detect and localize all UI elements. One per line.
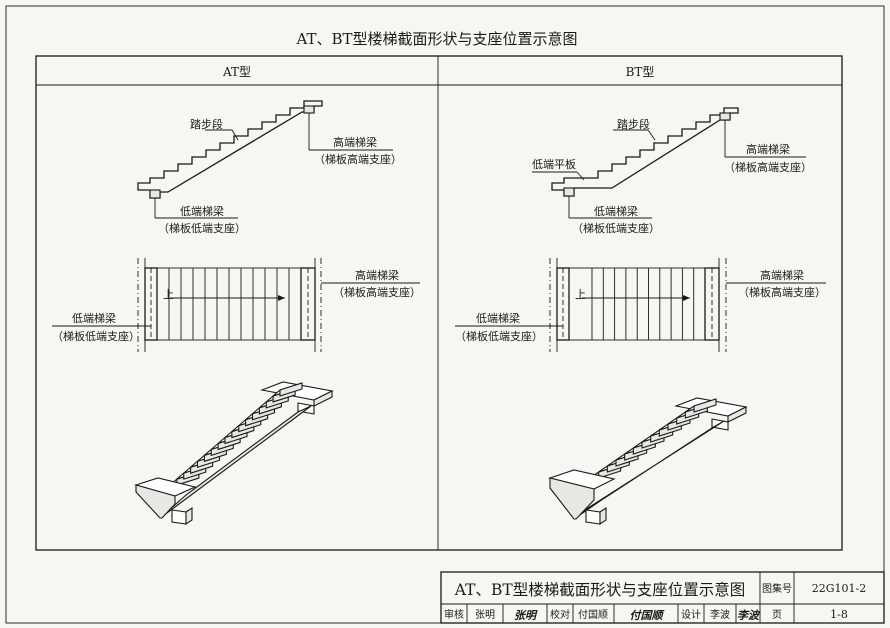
- atlas-no: 22G101-2: [812, 582, 867, 595]
- at-plan-up-mark: 上: [163, 288, 174, 301]
- bt-high-beam-label: 高端梯梁: [746, 142, 790, 156]
- at-plan-treads: [168, 268, 290, 340]
- at-plan-view: 上 高端梯梁 （梯板高端支座） 低端梯梁 （梯板低端支座）: [52, 258, 421, 352]
- designer-signature: 李波: [737, 609, 761, 622]
- bt-stair-profile: [551, 107, 739, 197]
- bt-plan-low-support-label: （梯板低端支座）: [455, 329, 543, 343]
- bt-plan-view: 上 高端梯梁 （梯板高端支座） 低端梯梁 （梯板低端支座）: [455, 258, 826, 352]
- stair-riser: [693, 398, 717, 413]
- design-label: 设计: [681, 608, 701, 621]
- at-3d-steps: [169, 382, 303, 486]
- main-title: AT、BT型楼梯截面形状与支座位置示意图: [295, 30, 577, 48]
- bt-low-beam-label: 低端梯梁: [594, 204, 638, 218]
- at-3d-view: [134, 381, 334, 526]
- at-plan-high-support-label: （梯板高端支座）: [333, 285, 421, 299]
- bt-3d-steps: [589, 398, 717, 479]
- title-block-title: AT、BT型楼梯截面形状与支座位置示意图: [454, 580, 745, 599]
- designer-name: 李波: [710, 608, 730, 621]
- at-plan-low-beam-label: 低端梯梁: [72, 311, 116, 325]
- page-no: 1-8: [830, 608, 848, 621]
- at-high-beam-label: 高端梯梁: [333, 135, 377, 149]
- bt-plan-high-support-label: （梯板高端支座）: [738, 285, 826, 299]
- at-high-support-label: （梯板高端支座）: [314, 152, 402, 166]
- bt-low-beam: [563, 187, 575, 197]
- at-low-beam: [149, 189, 161, 199]
- bt-step-label: 踏步段: [617, 117, 650, 131]
- bt-3d-view: [548, 397, 748, 526]
- stair-riser: [279, 382, 303, 397]
- bt-plan-low-beam-label: 低端梯梁: [476, 311, 520, 325]
- bt-plan-up-mark: 上: [575, 288, 586, 301]
- drawing-frame: [35, 55, 843, 551]
- review-label: 审核: [444, 608, 464, 621]
- checker-signature: 付国顺: [630, 609, 665, 622]
- at-low-beam-label: 低端梯梁: [180, 204, 224, 218]
- title-block: AT、BT型楼梯截面形状与支座位置示意图 图集号 22G101-2 页 1-8 …: [440, 571, 885, 624]
- atlas-no-label: 图集号: [762, 582, 792, 595]
- at-step-label: 踏步段: [190, 117, 223, 131]
- reviewer-signature: 张明: [514, 609, 538, 622]
- at-stair-profile: [137, 100, 323, 199]
- bt-high-support-label: （梯板高端支座）: [724, 160, 812, 174]
- bt-low-support-label: （梯板低端支座）: [572, 221, 660, 235]
- panel-header-bt: BT型: [626, 65, 655, 79]
- at-low-support-label: （梯板低端支座）: [158, 221, 246, 235]
- bt-high-beam: [719, 112, 731, 121]
- at-high-beam: [303, 105, 315, 114]
- bt-platform-label: 低端平板: [532, 157, 576, 171]
- check-label: 校对: [550, 608, 570, 621]
- page-label: 页: [772, 609, 782, 621]
- panel-header-at: AT型: [222, 65, 251, 79]
- at-plan-low-support-label: （梯板低端支座）: [52, 329, 140, 343]
- at-section-view: 踏步段 高端梯梁 （梯板高端支座） 低端梯梁 （梯板低端支座）: [137, 100, 402, 235]
- bt-section-view: 踏步段 低端平板 高端梯梁 （梯板高端支座） 低端梯梁 （梯板低端支座）: [532, 107, 812, 235]
- bt-plan-treads: [602, 268, 695, 340]
- at-plan-high-beam-label: 高端梯梁: [355, 268, 399, 282]
- reviewer-name: 张明: [475, 609, 495, 621]
- checker-name: 付国顺: [578, 608, 608, 621]
- bt-plan-high-beam-label: 高端梯梁: [760, 268, 804, 282]
